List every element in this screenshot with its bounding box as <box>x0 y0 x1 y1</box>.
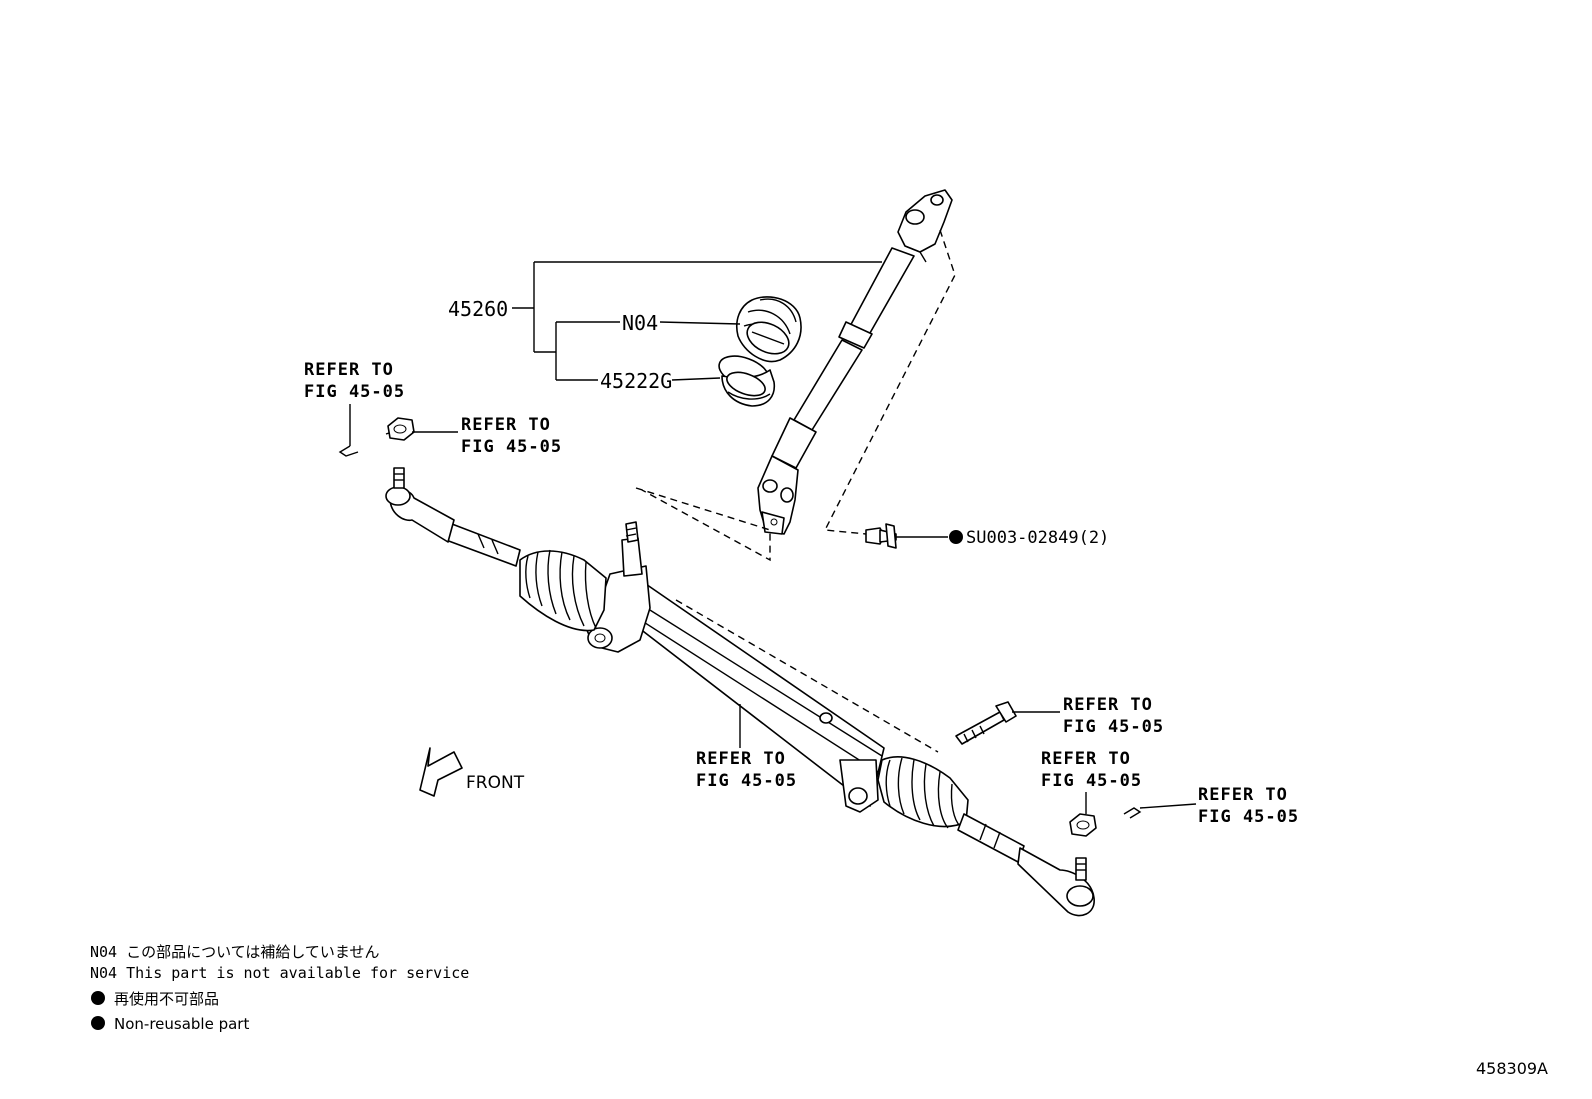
left-tie-rod <box>338 417 521 567</box>
refer-to-rack: REFER TO FIG 45-05 <box>696 749 797 791</box>
refer-to-nut-right: REFER TO FIG 45-05 <box>1041 749 1142 791</box>
callout-45222g: 45222G <box>600 369 672 393</box>
svg-text:FIG 45-05: FIG 45-05 <box>461 437 562 457</box>
refer-to-nut-left: REFER TO FIG 45-05 <box>461 415 562 457</box>
legend-nonreuse-jp: 再使用不可部品 <box>114 990 219 1008</box>
steering-rack <box>519 521 969 829</box>
front-arrow-icon <box>419 747 463 797</box>
front-label: FRONT <box>466 773 525 793</box>
refer-to-mount-bolt: REFER TO FIG 45-05 <box>1063 695 1164 737</box>
legend-n04-jp: N04 この部品については補給していません <box>90 943 379 961</box>
legend-nonreuse-en: Non-reusable part <box>114 1015 249 1033</box>
non-reusable-dot-icon <box>91 1016 105 1030</box>
refer-to-upper-left: REFER TO FIG 45-05 <box>304 360 405 402</box>
legend-n04-en: N04 This part is not available for servi… <box>90 964 469 982</box>
legend: N04 この部品については補給していません N04 This part is n… <box>90 943 469 1033</box>
callout-leaders <box>349 261 1197 814</box>
svg-text:REFER TO: REFER TO <box>1041 749 1131 769</box>
column-hole-cover-boot <box>736 296 802 363</box>
shaft-bolt <box>865 523 897 549</box>
svg-text:REFER TO: REFER TO <box>1198 785 1288 805</box>
svg-text:FIG 45-05: FIG 45-05 <box>1041 771 1142 791</box>
svg-text:FIG 45-05: FIG 45-05 <box>1198 807 1299 827</box>
svg-text:FIG 45-05: FIG 45-05 <box>1063 717 1164 737</box>
rack-mounting-bolt <box>955 701 1017 745</box>
callout-bolt: SU003-02849(2) <box>966 528 1109 548</box>
svg-text:FIG 45-05: FIG 45-05 <box>696 771 797 791</box>
svg-text:FIG 45-05: FIG 45-05 <box>304 382 405 402</box>
callout-45260: 45260 <box>448 297 508 321</box>
non-reusable-dot-icon <box>949 530 963 544</box>
non-reusable-dot-icon <box>91 991 105 1005</box>
callout-n04: N04 <box>622 311 658 335</box>
intermediate-shaft <box>757 189 953 535</box>
hole-cover-seal <box>718 355 776 407</box>
svg-text:REFER TO: REFER TO <box>696 749 786 769</box>
svg-text:REFER TO: REFER TO <box>304 360 394 380</box>
figure-id: 458309A <box>1476 1059 1548 1078</box>
svg-text:REFER TO: REFER TO <box>461 415 551 435</box>
right-tie-rod <box>957 807 1142 917</box>
refer-to-cotter-right: REFER TO FIG 45-05 <box>1198 785 1299 827</box>
svg-text:REFER TO: REFER TO <box>1063 695 1153 715</box>
